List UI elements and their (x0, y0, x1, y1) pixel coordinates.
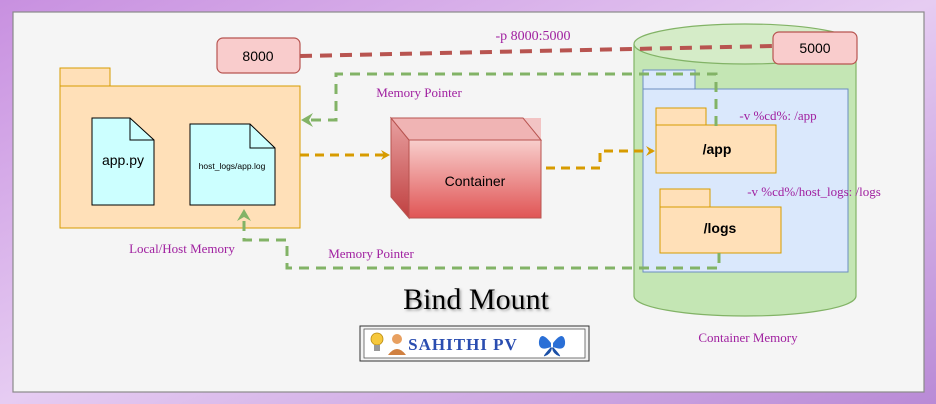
folder-logs-label: /logs (704, 220, 737, 236)
host-memory-caption: Local/Host Memory (129, 241, 235, 256)
container-label: Container (445, 173, 506, 189)
butterfly-icon (538, 335, 566, 357)
author-name: SAHITHI PV (408, 335, 518, 354)
author-badge: SAHITHI PV (359, 325, 590, 362)
lightbulb-icon (370, 332, 384, 351)
folder-logs[interactable]: /logs (659, 188, 782, 254)
host-port-label: 8000 (242, 48, 273, 64)
file-host-log[interactable]: host_logs/app.log (189, 123, 276, 206)
person-icon (388, 334, 406, 355)
memory-pointer-bottom-label: Memory Pointer (328, 246, 414, 261)
mount-app-label: -v %cd%: /app (739, 108, 816, 123)
folder-app-label: /app (703, 141, 732, 157)
folder-app[interactable]: /app (655, 107, 777, 174)
host-port-box[interactable]: 8000 (216, 37, 301, 74)
container-box[interactable]: Container (389, 116, 543, 220)
file-app-py[interactable]: app.py (91, 117, 155, 206)
file-app-py-label: app.py (102, 152, 144, 168)
file-host-log-label: host_logs/app.log (199, 161, 266, 171)
container-port-label: 5000 (799, 40, 830, 56)
diagram-title: Bind Mount (403, 283, 550, 316)
mount-logs-label: -v %cd%/host_logs: /logs (747, 184, 881, 199)
memory-pointer-top (301, 72, 718, 127)
flow-arrow-container-to-app (546, 146, 655, 170)
container-port-box[interactable]: 5000 (772, 31, 858, 65)
container-memory-caption: Container Memory (698, 330, 798, 345)
memory-pointer-top-label: Memory Pointer (376, 85, 462, 100)
port-flag-label: -p 8000:5000 (495, 29, 570, 44)
memory-pointer-bottom (237, 209, 721, 270)
